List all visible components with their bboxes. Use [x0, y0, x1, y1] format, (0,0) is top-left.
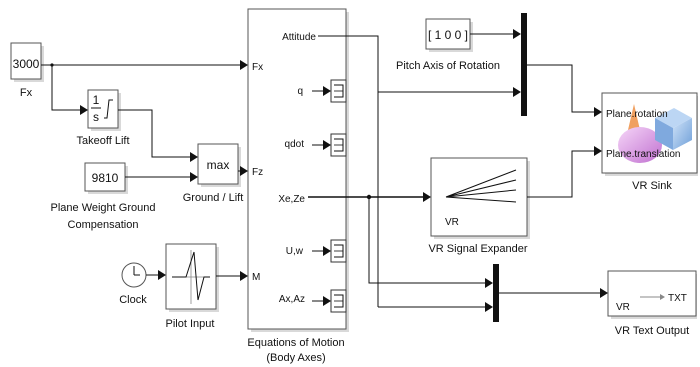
vr-sink-port-translation: Plane.translation: [606, 149, 681, 160]
ground-lift-value: max: [207, 158, 230, 172]
eom-input-fx: Fx: [252, 62, 263, 73]
clock-label: Clock: [119, 294, 147, 306]
takeoff-lift-integrator-block[interactable]: 1 s Takeoff Lift: [77, 89, 130, 147]
vr-signal-expander-block[interactable]: VR VR Signal Expander: [428, 157, 530, 255]
vr-sink-label: VR Sink: [632, 180, 672, 192]
rotation-mux-block[interactable]: [521, 13, 527, 116]
vr-expander-label: VR Signal Expander: [428, 243, 527, 255]
plane-weight-constant-block[interactable]: 9810 Plane Weight Ground Compensation: [51, 162, 156, 231]
axaz-scope-block[interactable]: [330, 289, 347, 313]
vr-sink-block[interactable]: Plane.rotation Plane.translation VR Sink: [601, 92, 698, 192]
pitch-axis-constant-block[interactable]: [ 1 0 0 ] Pitch Axis of Rotation: [396, 18, 500, 72]
eom-output-q: q: [297, 86, 303, 97]
eom-label-line1: Equations of Motion: [247, 337, 344, 349]
uw-scope-block[interactable]: [330, 239, 347, 263]
integrator-denominator: s: [93, 110, 99, 124]
equations-of-motion-block[interactable]: Fx Fz M Attitude q qdot Xe,Ze U,w Ax,Az …: [247, 8, 349, 364]
vr-text-inner-left: VR: [616, 302, 630, 313]
eom-output-attitude: Attitude: [282, 32, 316, 43]
ground-lift-label: Ground / Lift: [183, 192, 244, 204]
fx-constant-label: Fx: [20, 87, 33, 99]
expander-fan-icon: [445, 169, 517, 203]
fx-constant-value: 3000: [13, 57, 40, 71]
q-scope-block[interactable]: [330, 79, 347, 103]
vr-text-label: VR Text Output: [615, 325, 689, 337]
pilot-input-label: Pilot Input: [166, 318, 215, 330]
pilot-input-block[interactable]: Pilot Input: [165, 243, 219, 330]
eom-output-uw: U,w: [286, 246, 304, 257]
plane-weight-label-line2: Compensation: [68, 219, 139, 231]
vr-expander-inner: VR: [445, 217, 459, 228]
vr-sink-port-rotation: Plane.rotation: [606, 109, 668, 120]
eom-input-m: M: [252, 272, 260, 283]
vr-scene-icon: [618, 104, 692, 163]
eom-output-xeze: Xe,Ze: [278, 194, 305, 205]
takeoff-lift-label: Takeoff Lift: [77, 135, 130, 147]
pitch-axis-value: [ 1 0 0 ]: [428, 28, 468, 42]
eom-label-line2: (Body Axes): [266, 352, 325, 364]
pilot-input-waveform-icon: [172, 251, 210, 301]
vr-text-output-block[interactable]: VR TXT VR Text Output: [607, 270, 697, 337]
pitch-axis-label: Pitch Axis of Rotation: [396, 60, 500, 72]
integrator-numerator: 1: [93, 93, 100, 107]
ground-lift-max-block[interactable]: max Ground / Lift: [183, 143, 244, 204]
eom-output-axaz: Ax,Az: [279, 294, 305, 305]
eom-input-fz: Fz: [252, 167, 263, 178]
eom-output-qdot: qdot: [285, 139, 305, 150]
text-mux-block[interactable]: [493, 264, 499, 322]
vr-text-inner-right: TXT: [668, 293, 687, 304]
saturation-icon: [104, 99, 113, 119]
signal-lines: [41, 29, 608, 312]
clock-block[interactable]: Clock: [119, 262, 147, 306]
fx-constant-block[interactable]: 3000 Fx: [10, 42, 44, 99]
plane-weight-label-line1: Plane Weight Ground: [51, 202, 156, 214]
qdot-scope-block[interactable]: [330, 133, 347, 157]
plane-weight-value: 9810: [92, 171, 119, 185]
